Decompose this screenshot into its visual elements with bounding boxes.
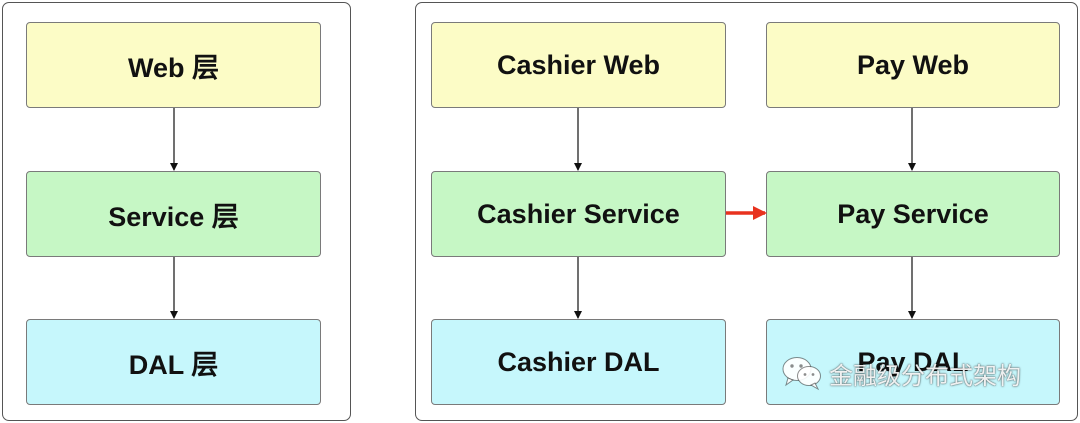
cashier-dal-label: Cashier DAL bbox=[497, 346, 660, 377]
cashier-web-label: Cashier Web bbox=[496, 49, 661, 80]
wechat-icon bbox=[782, 357, 821, 391]
dal-layer-box: DAL 层 bbox=[26, 319, 321, 405]
pay-web-box: Pay Web bbox=[766, 22, 1060, 108]
cashier-service-label: Cashier Service bbox=[477, 198, 680, 229]
pay-service-label: Pay Service bbox=[837, 198, 989, 229]
service-layer-box: Service 层 bbox=[26, 171, 321, 257]
web-layer-label: Web 层 bbox=[127, 52, 219, 83]
service-layer-label: Service 层 bbox=[108, 201, 239, 232]
pay-web-label: Pay Web bbox=[856, 49, 970, 80]
web-layer-box: Web 层 bbox=[26, 22, 321, 108]
pay-dal-box: Pay DAL bbox=[766, 319, 1060, 405]
pay-dal-label: Pay DAL bbox=[857, 346, 969, 377]
cashier-dal-box: Cashier DAL bbox=[431, 319, 726, 405]
watermark-text: 金融级分布式架构 bbox=[829, 361, 1021, 390]
pay-service-box: Pay Service bbox=[766, 171, 1060, 257]
cashier-service-box: Cashier Service bbox=[431, 171, 726, 257]
dal-layer-label: DAL 层 bbox=[128, 349, 219, 380]
watermark: 金融级分布式架构 bbox=[781, 355, 1021, 391]
cashier-web-box: Cashier Web bbox=[431, 22, 726, 108]
